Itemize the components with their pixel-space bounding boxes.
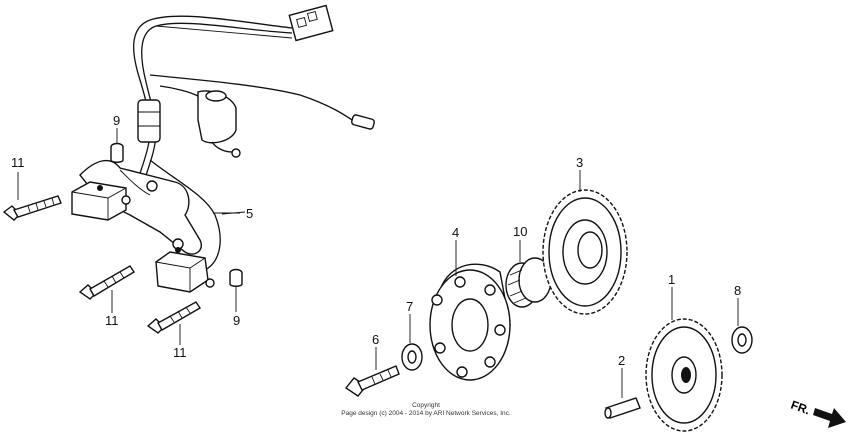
front-direction-label: FR. — [789, 398, 812, 418]
starter-driven-gear-3[interactable] — [542, 189, 628, 315]
bracket-plate[interactable] — [79, 159, 202, 255]
front-direction-arrow-icon: FR. — [789, 398, 846, 428]
bolt-11-right[interactable] — [146, 301, 201, 334]
callout-11-right: 11 — [173, 345, 187, 360]
callout-3: 3 — [576, 155, 583, 170]
pulse-generator-upper[interactable] — [71, 181, 131, 221]
collar-9-lower[interactable] — [229, 268, 243, 287]
primary-drive-gear-1[interactable] — [645, 318, 723, 432]
needle-bearing-10[interactable] — [505, 257, 552, 308]
callout-8: 8 — [734, 283, 741, 298]
callout-5: 5 — [246, 206, 253, 221]
pulse-generator-lower[interactable] — [155, 247, 215, 293]
callout-2: 2 — [618, 353, 625, 368]
callout-7: 7 — [406, 299, 413, 314]
copyright-line-2: Page design (c) 2004 - 2014 by ARI Netwo… — [341, 410, 511, 417]
washer-7[interactable] — [401, 343, 423, 371]
washer-8[interactable] — [731, 326, 753, 354]
callout-9-upper: 9 — [113, 113, 120, 128]
callout-4: 4 — [452, 225, 459, 240]
callout-9-lower: 9 — [233, 313, 240, 328]
callout-1: 1 — [668, 272, 675, 287]
bolt-11-left[interactable] — [2, 195, 62, 221]
callout-10: 10 — [513, 224, 527, 239]
leader-lines — [17, 128, 739, 398]
wire-harness-5[interactable] — [132, 4, 375, 271]
callout-11-left: 11 — [11, 155, 25, 170]
bolt-11-mid[interactable] — [78, 265, 135, 300]
starter-clutch-outer-4[interactable] — [429, 263, 511, 381]
callout-11-mid: 11 — [105, 313, 119, 328]
copyright-line-1: Copyright — [412, 402, 440, 409]
bolt-6[interactable] — [344, 365, 400, 397]
dowel-pin-2[interactable] — [604, 397, 641, 419]
callout-6: 6 — [372, 332, 379, 347]
collar-9-upper[interactable] — [110, 142, 124, 163]
